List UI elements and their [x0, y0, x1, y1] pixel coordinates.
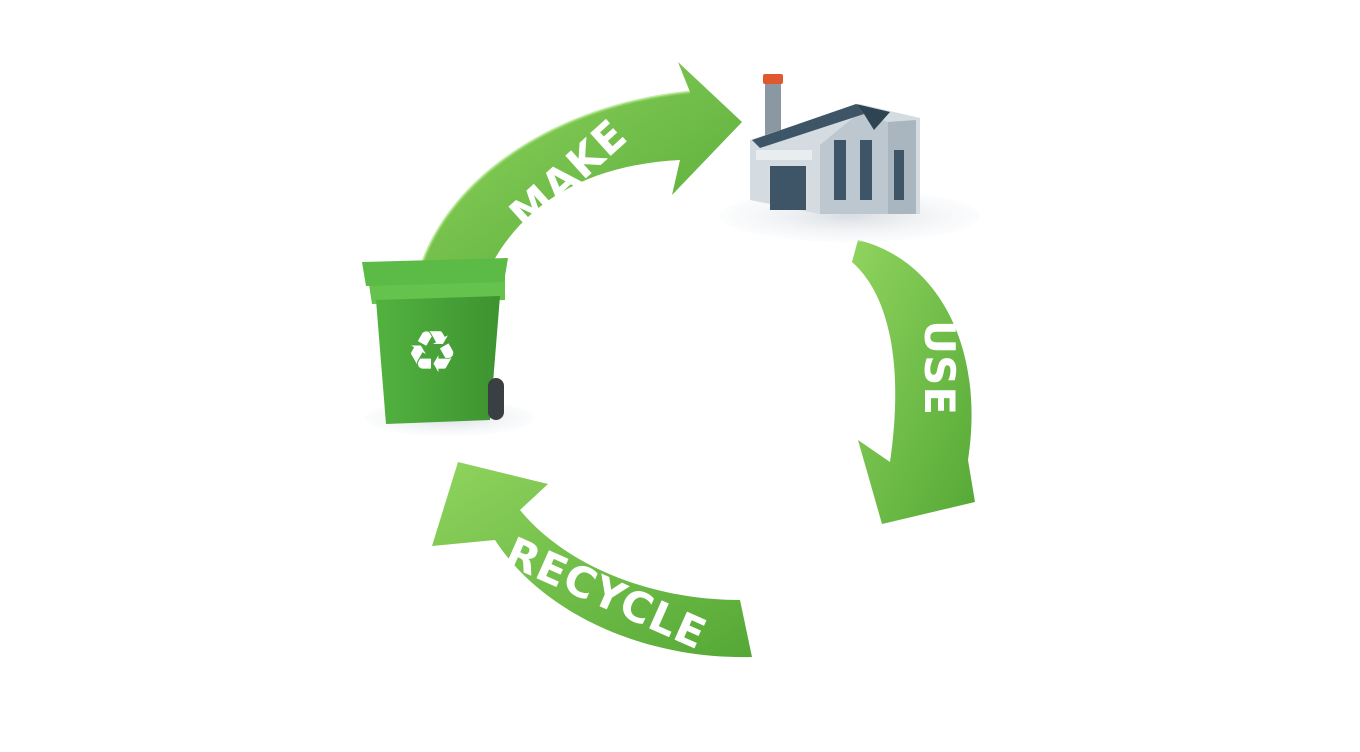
use-arrow: USE — [852, 240, 975, 524]
recycle-symbol: ♻ — [406, 318, 458, 386]
make-arrow: MAKE — [418, 62, 742, 290]
factory-icon — [720, 74, 980, 242]
recycle-label: RECYCLE — [498, 527, 713, 659]
recycle-arrow: RECYCLE — [432, 462, 752, 659]
recycling-bin-icon: ♻ — [362, 258, 535, 436]
use-label: USE — [915, 320, 964, 416]
